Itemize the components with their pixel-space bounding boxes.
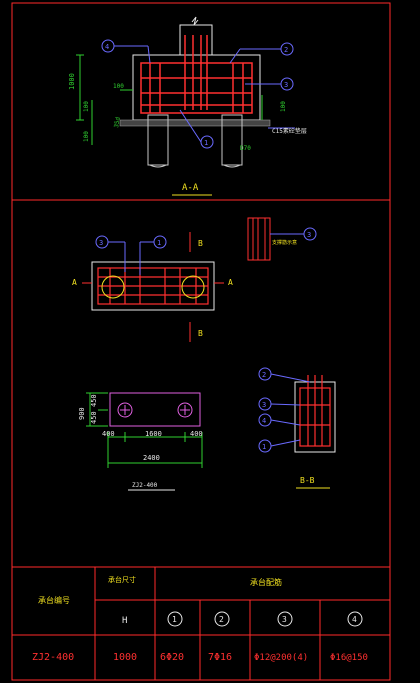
section-bb-title: B-B [300,476,315,485]
rebar-col-2: 2 [219,615,224,624]
cut-b-bottom: B [198,329,203,338]
cut-a-left: A [72,278,77,287]
cushion-layer [119,119,271,127]
row-r4: Φ16@150 [330,653,368,663]
dim-plan-caption: ZJ2-400 [132,482,158,489]
dim-anchor: 35d [113,116,122,128]
cut-b-top: B [198,239,203,248]
cushion-note: C15素砼垫层 [272,127,307,135]
bb-callout-4: 4 [262,417,266,425]
callouts-aa [101,39,295,149]
dim-v-450-b: 450 [90,411,98,424]
pile-right [221,114,243,166]
bb-callout-2: 2 [262,371,266,379]
row-r3: Φ12@200(4) [254,653,308,663]
pile-cap-outline [132,54,261,121]
pile-note: D70 [240,145,251,152]
dim-edge: 100 [280,101,287,112]
dim-plan-outline [109,392,201,427]
bb-callout-1: 1 [262,443,266,451]
rebar-col-3: 3 [282,615,287,624]
rebar-col-4: 4 [352,615,357,624]
dim-total-2400: 2400 [143,454,160,462]
dim-height-aa: 1000 [68,73,76,90]
table-header-id: 承台编号 [38,595,70,605]
dim-side: 100 [113,83,124,90]
dim-left-400: 400 [102,430,115,438]
dim-cover-bottom: 100 [83,131,90,142]
cut-a-right: A [228,278,233,287]
plan-rebar [97,267,209,305]
support-detail: 支撑筋示意 3 [247,217,317,261]
rebar-table [12,566,390,680]
section-bb: 2 3 4 1 B-B [258,367,336,489]
dim-center-1600: 1600 [145,430,162,438]
break-mark [191,16,199,26]
dims-aa [76,54,263,145]
drawing-frame [11,2,391,681]
callout-3-aa: 3 [284,81,288,89]
callout-2-aa: 2 [284,46,288,54]
callout-4-aa: 4 [105,43,109,51]
row-h: 1000 [113,652,137,663]
rebar-cage-aa [140,35,253,114]
plan-callout-1: 1 [157,239,161,247]
pile-left [147,114,169,166]
table-header-size: 承台尺寸 [108,575,136,584]
plan-view: A A B B 3 1 支撑筋示意 3 [72,217,317,342]
dim-plan: 400 1600 400 2400 450 450 900 ZJ2-400 [78,392,203,491]
section-aa-title: A-A [182,183,199,193]
section-aa: 1000 100 100 100 35d 100 D70 4 2 3 1 C15… [68,16,307,196]
callout-1-aa: 1 [204,139,208,147]
pile-circle-right [181,275,205,299]
row-id: ZJ2-400 [32,652,74,663]
rebar-col-1: 1 [172,615,177,624]
table-header-rebar: 承台配筋 [250,577,282,587]
support-note: 支撑筋示意 [272,239,297,246]
plan-callout-3: 3 [99,239,103,247]
dim-v-450-a: 450 [90,394,98,407]
dim-v-900: 900 [78,407,86,420]
dim-cover-top: 100 [83,101,90,112]
support-callout: 3 [307,231,311,239]
dim-right-400: 400 [190,430,203,438]
row-r2: 7Φ16 [208,652,232,663]
row-r1: 6Φ20 [160,652,184,663]
table-sub-h: H [122,616,127,626]
pile-circle-left [101,275,125,299]
bb-callout-3: 3 [262,401,266,409]
plan-cap-outline [91,261,215,311]
